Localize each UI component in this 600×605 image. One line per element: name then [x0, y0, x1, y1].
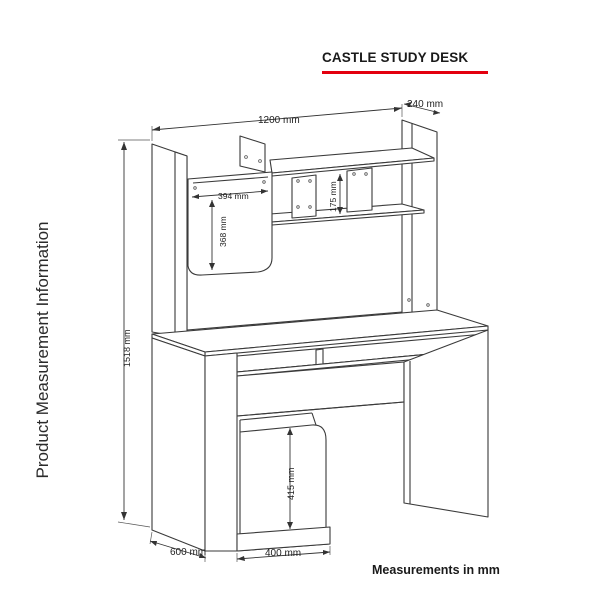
bottom-depth-dimension-label: 600 mm: [170, 547, 206, 558]
hutch-door-inner: [192, 176, 269, 184]
side-label-text: Product Measurement Information: [33, 221, 52, 479]
desk-left-pedestal-side: [151, 337, 206, 552]
hutch-door: [187, 171, 273, 276]
height-dimension-label: 1518 mm: [122, 329, 132, 367]
shelf-gap-dimension-label: 175 mm: [328, 181, 338, 212]
hutch-left-upright: [174, 151, 188, 339]
cabinet-height-dimension-label: 415 mm: [286, 467, 296, 500]
top-depth-dimension-label: 240 mm: [407, 99, 443, 110]
door-width-dimension-label: 394 mm: [218, 191, 249, 201]
hutch-left-compartment: [239, 135, 266, 173]
page-title: CASTLE STUDY DESK: [322, 50, 469, 65]
cabinet-floor: [236, 526, 331, 552]
desk-right-leg: [403, 329, 489, 518]
door-height-dimension-label: 368 mm: [218, 216, 228, 247]
shelf-divider-right: [346, 167, 373, 213]
hutch-base-line: [186, 311, 403, 331]
under-desk-shelf-divider: [315, 348, 324, 366]
width-dimension-line: [151, 107, 403, 131]
desk-left-pedestal-front: [204, 352, 238, 552]
bottom-depth-dimension-line: [149, 540, 207, 559]
cabinet-opening: [239, 424, 327, 535]
shelf-divider-left: [291, 174, 317, 219]
width-dimension-label: 1200 mm: [258, 115, 300, 126]
title-underline: [322, 71, 488, 74]
units-note: Measurements in mm: [372, 563, 500, 577]
title-block: CASTLE STUDY DESK: [322, 50, 488, 74]
cabinet-width-dimension-label: 400 mm: [265, 548, 301, 559]
door-width-dimension-line: [191, 190, 269, 198]
cabinet-width-dimension-line: [236, 551, 331, 560]
